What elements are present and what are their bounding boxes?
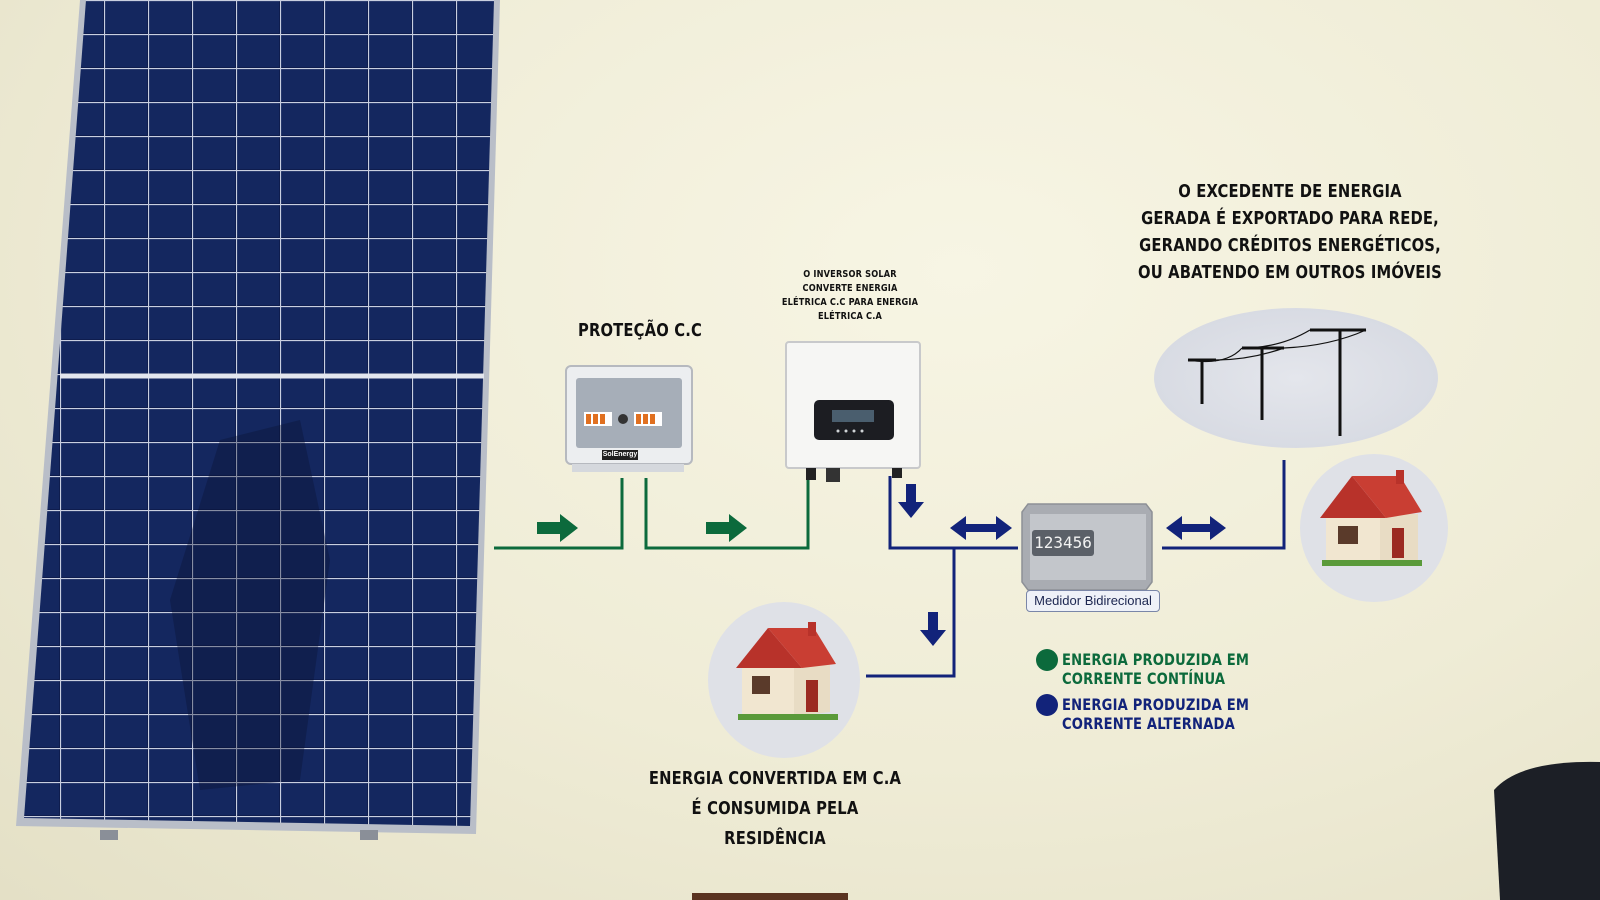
legend-ac-dot-icon bbox=[1036, 694, 1058, 716]
chair bbox=[1494, 761, 1600, 900]
house-icon bbox=[708, 602, 860, 758]
solar-inverter bbox=[785, 341, 921, 482]
protection-box-brand: SolEnergy bbox=[602, 450, 638, 460]
consumption-text: ENERGIA CONVERTIDA EM C.A É CONSUMIDA PE… bbox=[640, 764, 911, 854]
surplus-export-line: OU ABATENDO EM OUTROS IMÓVEIS bbox=[1138, 262, 1442, 283]
consumption-line: ENERGIA CONVERTIDA EM C.A bbox=[648, 768, 902, 789]
ac-lines bbox=[866, 460, 1286, 678]
dc-protection-label: PROTEÇÃO C.C bbox=[577, 320, 703, 341]
meter-label: Medidor Bidirecional bbox=[1026, 590, 1160, 612]
house-icon bbox=[1300, 454, 1448, 602]
surplus-export-line: GERADA É EXPORTADO PARA REDE, bbox=[1141, 208, 1439, 229]
inverter-description-line: O INVERSOR SOLAR bbox=[803, 269, 897, 280]
inverter-description-line: ELÉTRICA C.C PARA ENERGIA bbox=[781, 297, 919, 308]
power-grid-icon bbox=[1154, 308, 1438, 448]
surplus-export-text: O EXCEDENTE DE ENERGIA GERADA É EXPORTAD… bbox=[1118, 178, 1462, 286]
ac-arrow-icon bbox=[898, 484, 1226, 646]
inverter-description-line: CONVERTE ENERGIA bbox=[802, 283, 898, 294]
surplus-export-line: GERANDO CRÉDITOS ENERGÉTICOS, bbox=[1139, 235, 1441, 256]
shelf-edge bbox=[692, 893, 848, 900]
legend-dc-text: ENERGIA PRODUZIDA EM CORRENTE CONTÍNUA bbox=[1062, 650, 1250, 688]
inverter-description-line: ELÉTRICA C.A bbox=[817, 311, 883, 322]
dc-lines bbox=[494, 476, 810, 550]
legend-ac-text: ENERGIA PRODUZIDA EM CORRENTE ALTERNADA bbox=[1062, 695, 1250, 733]
inverter-description: O INVERSOR SOLAR CONVERTE ENERGIA ELÉTRI… bbox=[776, 268, 924, 324]
solar-panel bbox=[16, 0, 500, 840]
dc-arrow-icon bbox=[537, 514, 747, 542]
surplus-export-line: O EXCEDENTE DE ENERGIA bbox=[1178, 181, 1402, 202]
consumption-line: É CONSUMIDA PELA RESIDÊNCIA bbox=[691, 798, 859, 849]
dc-protection-box bbox=[565, 365, 693, 472]
legend-dc-dot-icon bbox=[1036, 649, 1058, 671]
meter-display: 123456 bbox=[1032, 530, 1094, 556]
